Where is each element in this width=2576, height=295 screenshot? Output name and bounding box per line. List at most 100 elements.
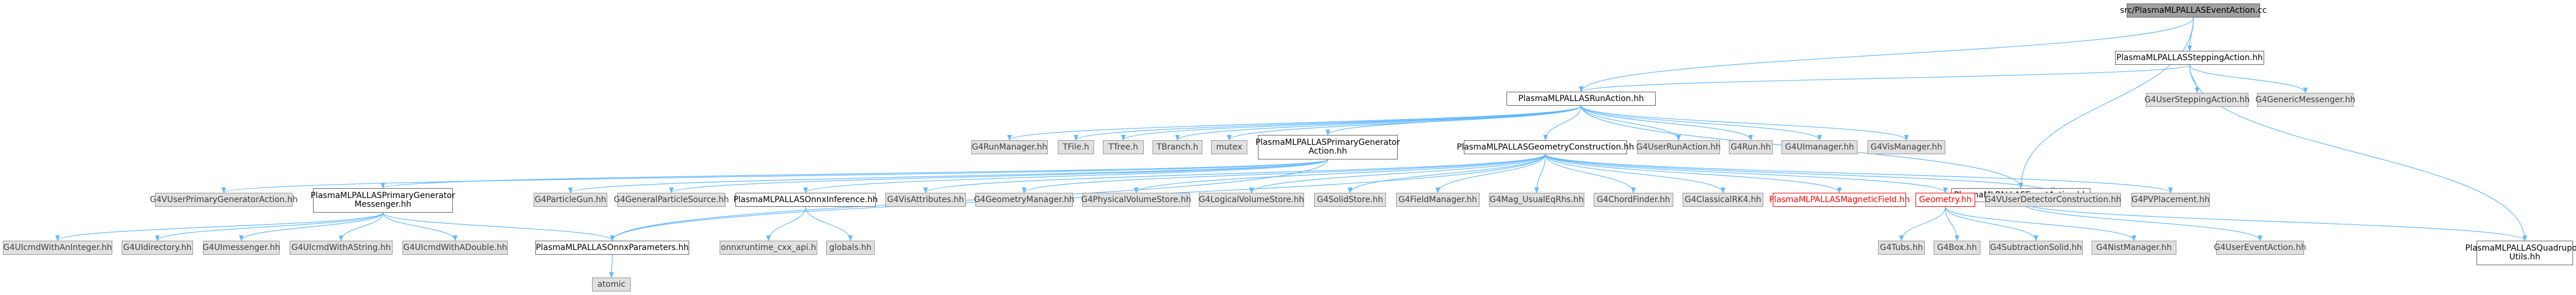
node-label: PlasmaMLPALLASPrimaryGenerator [1256,138,1401,147]
node-onnxruntime: onnxruntime_cxx_api.h [720,241,817,255]
node-runaction[interactable]: PlasmaMLPALLASRunAction.hh [1507,92,1656,106]
node-g4solidstore: G4SolidStore.hh [1314,193,1386,207]
node-mutex: mutex [1211,140,1247,154]
node-label: G4UImanager.hh [1785,143,1854,152]
node-g4logicalvolumestore: G4LogicalVolumeStore.hh [1199,193,1304,207]
node-g4uicmdwithastring: G4UIcmdWithAString.hh [290,241,393,255]
edge-runaction-to-geomcons [1543,105,1582,141]
node-label: G4UIcmdWithADouble.hh [403,243,507,252]
node-label: onnxruntime_cxx_api.h [721,243,816,252]
node-globals: globals.hh [826,241,875,255]
node-g4particlegun: G4ParticleGun.hh [534,193,607,207]
edge-primarygen-to-g4particlegun [568,159,1329,193]
edge-primarymessenger-to-g4uicmdwithastring [339,212,384,241]
node-g4classicalrk4: G4ClassicalRK4.hh [1683,193,1763,207]
node-g4vismanager: G4VisManager.hh [1867,140,1945,154]
node-g4geometrymanager: G4GeometryManager.hh [974,193,1075,207]
node-label: G4VisManager.hh [1870,143,1942,152]
node-label: G4GeometryManager.hh [974,195,1075,204]
node-label: G4RunManager.hh [972,143,1047,152]
edge-geometry-to-g4nistmanager [1945,206,2137,241]
node-label: PlasmaMLPALLASRunAction.hh [1518,94,1644,103]
node-label: PlasmaMLPALLASGeometryConstruction.hh [1457,143,1634,152]
node-magneticfield[interactable]: PlasmaMLPALLASMagneticField.hh [1769,193,1910,207]
edge-eventaction-to-quadrupole [2020,202,2527,241]
edge-geomcons-to-g4chordfinder [1545,154,1636,193]
node-label: G4ClassicalRK4.hh [1684,195,1762,204]
edge-primarymessenger-to-g4uicmdwithadouble [382,212,458,241]
node-label: G4SolidStore.hh [1316,195,1384,204]
edge-runaction-to-g4uimanager [1580,105,1822,141]
edge-runaction-to-g4userrunaction [1580,105,1681,141]
node-label: G4ChordFinder.hh [1597,195,1670,204]
node-g4uimessenger: G4UImessenger.hh [202,241,280,255]
edge-primarymessenger-to-g4uidirectory [155,212,384,241]
node-label: G4UIcmdWithAString.hh [291,243,391,252]
node-g4chordfinder: G4ChordFinder.hh [1594,193,1673,207]
node-root: src/PlasmaMLPALLASEventAction.cc [2120,4,2267,18]
edge-geometry-to-g4subtractionsolid [1945,206,2038,241]
node-label: G4GenericMessenger.hh [2255,95,2355,105]
edge-geometry-to-g4tubs [1899,206,1946,241]
node-ttree: TTree.h [1103,140,1144,154]
node-label: atomic [597,280,625,289]
node-label: mutex [1216,143,1243,152]
node-label: G4VUserPrimaryGeneratorAction.hh [150,195,298,204]
node-label: PlasmaMLPALLASSteppingAction.hh [2116,53,2263,63]
node-label: G4Run.hh [1731,143,1771,152]
edge-primarygen-to-g4generalparticlesource [669,159,1329,193]
node-g4pvplacement: G4PVPlacement.hh [2131,193,2210,207]
node-g4nistmanager: G4NistManager.hh [2092,241,2176,255]
edge-geomcons-to-g4mag [1534,154,1546,193]
node-geometry[interactable]: Geometry.hh [1915,193,1975,207]
node-label: TTree.h [1108,143,1139,152]
node-g4run: G4Run.hh [1729,140,1773,154]
node-g4runmanager: G4RunManager.hh [971,140,1048,154]
node-g4tubs: G4Tubs.hh [1878,241,1925,255]
node-label: PlasmaMLPALLASOnnxParameters.hh [535,243,689,252]
edge-onnxinference-to-globals [805,206,853,241]
node-label: PlasmaMLPALLASMagneticField.hh [1769,195,1910,204]
edge-stepping-to-g4genericmessenger [2189,64,2308,93]
node-g4userrunaction: G4UserRunAction.hh [1636,140,1721,154]
node-label: G4Box.hh [1937,243,1977,252]
node-label: G4PVPlacement.hh [2131,195,2210,204]
edge-geomcons-to-g4vuserdetector [1545,154,2055,193]
edge-geomcons-to-g4logicalvolumestore [1249,154,1546,193]
edge-primarymessenger-to-g4uimessenger [239,212,384,241]
node-label: G4FieldManager.hh [1398,195,1477,204]
node-onnxparameters[interactable]: PlasmaMLPALLASOnnxParameters.hh [535,241,689,255]
node-label: G4SubtractionSolid.hh [1990,243,2082,252]
node-g4uicmdwithadouble: G4UIcmdWithADouble.hh [403,241,508,255]
node-onnxinference[interactable]: PlasmaMLPALLASOnnxInference.hh [734,193,878,207]
node-geomcons[interactable]: PlasmaMLPALLASGeometryConstruction.hh [1457,140,1634,154]
edge-runaction-to-g4vismanager [1580,105,1909,141]
node-g4uimanager: G4UImanager.hh [1781,140,1858,154]
edge-geomcons-to-geometry [1545,154,1948,193]
edge-geomcons-to-magneticfield [1545,154,1842,193]
node-label-line2: Utils.hh [2509,252,2540,262]
node-label: TBranch.h [1156,143,1199,152]
edge-geomcons-to-g4geometrymanager [1022,154,1546,193]
node-g4genericmessenger: G4GenericMessenger.hh [2255,93,2355,107]
node-label-line2: Messenger.hh [355,200,411,209]
edge-eventaction-to-g4usereventaction [2020,202,2262,241]
edge-primarymessenger-to-onnxparameters [382,212,615,241]
node-stepping[interactable]: PlasmaMLPALLASSteppingAction.hh [2115,51,2264,65]
node-label: G4VisAttributes.hh [887,195,964,204]
node-label: G4UserEventAction.hh [2214,243,2306,252]
edge-geomcons-to-g4pvplacement [1545,154,2173,193]
node-tfile: TFile.h [1058,140,1094,154]
node-g4mag: G4Mag_UsualEqRhs.hh [1489,193,1584,207]
edge-geometry-to-g4box [1945,206,1959,241]
node-label: G4UIcmdWithAnInteger.hh [3,243,112,252]
node-g4uidirectory: G4UIdirectory.hh [122,241,193,255]
node-g4generalparticlesource: G4GeneralParticleSource.hh [614,193,729,207]
node-label: PlasmaMLPALLASPrimaryGenerator [311,191,456,200]
edge-geomcons-to-g4visattributes [923,154,1546,193]
node-label: globals.hh [829,243,872,252]
